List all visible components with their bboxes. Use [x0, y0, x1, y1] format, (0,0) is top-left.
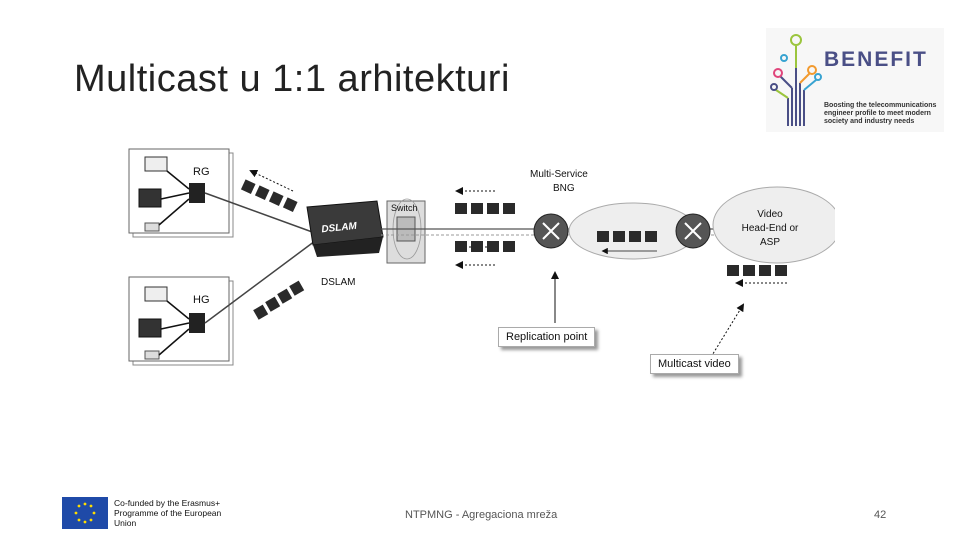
switch-label: Switch	[391, 203, 418, 213]
benefit-logo: BENEFIT Boosting the telecommunications …	[766, 28, 944, 132]
eu-erasmus-logo: Co-funded by the Erasmus+ Programme of t…	[62, 497, 234, 529]
hg-router-icon	[189, 313, 205, 333]
dslam-box-label: DSLAM	[321, 221, 358, 236]
cloud-right	[712, 186, 835, 264]
phone-icon	[144, 222, 160, 232]
laptop-icon	[144, 286, 168, 302]
footer-text: NTPMNG - Agregaciona mreža	[405, 509, 558, 521]
packet-row-middle	[455, 241, 515, 252]
dslam-chassis: DSLAM	[306, 200, 384, 257]
edge-router-icon	[675, 213, 711, 249]
slide-title: Multicast u 1:1 arhitekturi	[74, 58, 510, 100]
eu-logo-text: Co-funded by the Erasmus+ Programme of t…	[114, 498, 222, 528]
replication-point-callout: Replication point	[498, 327, 596, 347]
laptop-icon	[144, 156, 168, 172]
logo-name: BENEFIT	[824, 48, 928, 71]
eu-flag-icon	[62, 497, 108, 529]
packets-to-rg	[240, 169, 298, 212]
rg-router-icon	[189, 183, 205, 203]
dslam-label: DSLAM	[321, 277, 355, 288]
hg-customer-premises	[128, 276, 234, 366]
circuit-tree-icon	[770, 34, 822, 126]
rg-customer-premises	[128, 148, 234, 238]
phone-icon	[144, 350, 160, 360]
multicast-video-callout: Multicast video	[650, 354, 739, 374]
packets-in-cloud	[597, 231, 657, 255]
multicast-architecture-diagram: RG HG DSLAM DSLAM S	[128, 148, 835, 366]
rg-label: RG	[193, 166, 210, 178]
set-top-box-icon	[138, 318, 162, 338]
bng-router-icon	[533, 213, 569, 249]
packets-to-hg	[253, 280, 305, 320]
hg-label: HG	[193, 294, 210, 306]
page-number: 42	[874, 509, 887, 521]
packet-row-top	[455, 203, 515, 214]
set-top-box-icon	[138, 188, 162, 208]
logo-tagline: Boosting the telecommunications engineer…	[824, 102, 937, 125]
packets-from-headend	[727, 265, 787, 287]
